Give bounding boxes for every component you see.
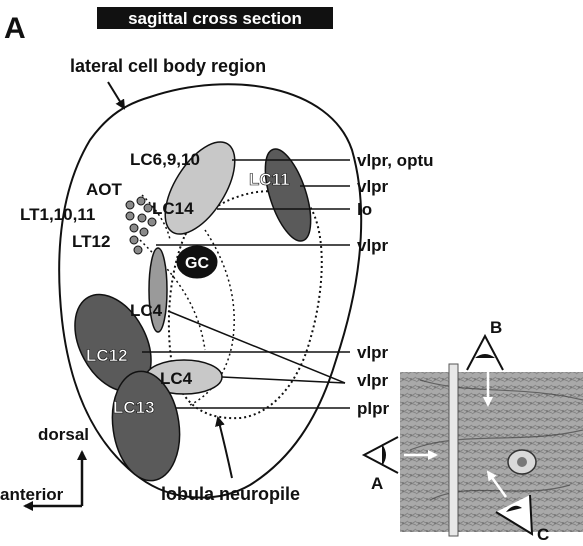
lobula-label: lobula neuropile — [161, 484, 300, 504]
inset-micrograph — [400, 364, 583, 536]
target-plpr: plpr — [357, 399, 389, 418]
target-vlpr-2: vlpr — [357, 236, 389, 255]
lateral-region-arrow — [108, 82, 124, 108]
label-lc6: LC6,9,10 — [130, 150, 200, 169]
figure-title: sagittal cross section — [128, 9, 302, 28]
label-gc: GC — [185, 255, 209, 272]
eye-icon-a — [364, 437, 398, 473]
label-aot: AOT — [86, 180, 123, 199]
eye-icon-b — [467, 336, 503, 370]
label-lc12: LC12 — [86, 346, 128, 365]
target-vlpr-3: vlpr — [357, 343, 389, 362]
label-lc11: LC11 — [249, 170, 290, 189]
lc11-cluster — [256, 144, 320, 246]
label-lc13: LC13 — [113, 398, 155, 417]
label-lc14: LC14 — [152, 199, 194, 218]
target-vlpr-4: vlpr — [357, 371, 389, 390]
lobula-label-arrow — [218, 418, 232, 478]
target-vlpr-optu: vlpr, optu — [357, 151, 434, 170]
label-lt12: LT12 — [72, 232, 110, 251]
view-label-a: A — [371, 474, 383, 493]
view-label-b: B — [490, 318, 502, 337]
axis-dorsal-label: dorsal — [38, 425, 89, 444]
view-label-c: C — [537, 525, 549, 544]
target-vlpr-1: vlpr — [357, 177, 389, 196]
lateral-region-label: lateral cell body region — [70, 56, 266, 76]
label-lc4-lower: LC4 — [160, 369, 193, 388]
label-lc4-upper: LC4 — [130, 301, 163, 320]
axis-anterior-label: anterior — [0, 485, 64, 504]
panel-letter: A — [4, 12, 26, 45]
label-lt1: LT1,10,11 — [20, 205, 95, 224]
target-lo: lo — [357, 200, 372, 219]
